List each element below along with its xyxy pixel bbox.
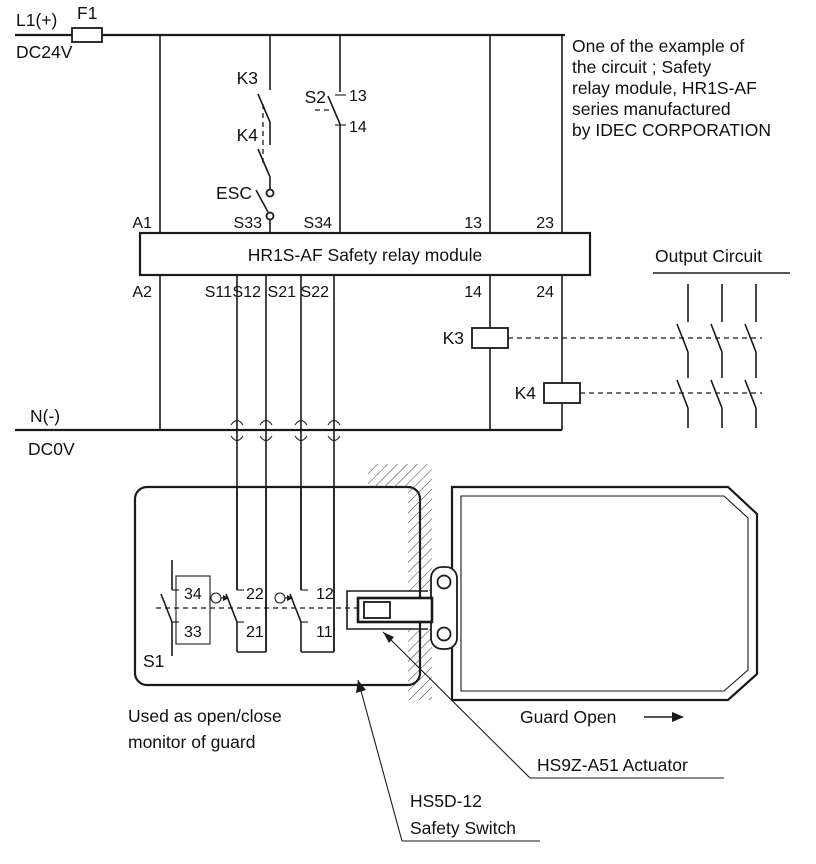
switch-caption-line-1: HS5D-12	[410, 791, 482, 811]
contact-22-21	[210, 589, 244, 623]
esc-label: ESC	[216, 183, 252, 203]
dc24v-label: DC24V	[16, 42, 73, 62]
terminal-s11-label: S11	[205, 284, 232, 301]
s2-branch	[315, 35, 346, 233]
l1-label: L1(+)	[16, 10, 57, 30]
note-line-3: relay module, HR1S-AF	[572, 78, 757, 98]
k4-coil-label: K4	[515, 383, 537, 403]
esc-terminal-bottom	[265, 211, 275, 221]
terminal-13-label: 13	[464, 215, 482, 232]
relay-module-box	[138, 231, 592, 277]
output-circuit-label: Output Circuit	[655, 246, 762, 266]
terminal-s33-label: S33	[234, 215, 263, 232]
contact-34-label: 34	[184, 586, 202, 603]
k3-contact-label: K3	[237, 68, 258, 88]
k3-k4-esc-branch	[255, 35, 275, 233]
contact-12-label: 12	[316, 586, 334, 603]
pointer-arrowhead	[356, 680, 366, 693]
contact-12-11	[274, 589, 308, 623]
contact-33-label: 33	[184, 624, 202, 641]
k3-coil	[471, 327, 509, 349]
dc0v-label: DC0V	[28, 439, 75, 459]
safety-switch-box	[133, 485, 422, 687]
switch-internal-wires	[236, 487, 335, 653]
terminal-s12-label: S12	[233, 284, 262, 301]
terminal-14-label: 14	[464, 284, 482, 301]
pointer-arrowhead	[383, 632, 394, 643]
connector-mark	[327, 419, 341, 442]
safety-switch-pointer	[356, 679, 540, 842]
terminal-a1-label: A1	[132, 215, 152, 232]
note-line-5: by IDEC CORPORATION	[572, 120, 771, 140]
note-line-4: series manufactured	[572, 99, 731, 119]
note-text-block: One of the example of the circuit ; Safe…	[572, 36, 771, 140]
contact-21-label: 21	[246, 624, 264, 641]
terminal-24-label: 24	[536, 284, 554, 301]
actuator-pointer	[382, 631, 724, 779]
k3-coil-label: K3	[443, 328, 464, 348]
n-label: N(-)	[30, 406, 60, 426]
monitor-caption-line-2: monitor of guard	[128, 732, 255, 752]
s2-terminal-13: 13	[349, 88, 367, 105]
s1-label: S1	[143, 651, 164, 671]
terminal-s34-label: S34	[304, 215, 333, 232]
monitor-caption-line-1: Used as open/close	[128, 706, 282, 726]
contact-22-label: 22	[246, 586, 264, 603]
connector-mark	[259, 419, 273, 442]
switch-caption-line-2: Safety Switch	[410, 818, 516, 838]
k3-contact-symbol	[257, 93, 271, 123]
terminal-23-label: 23	[536, 215, 554, 232]
top-rail	[15, 27, 565, 43]
s2-contact-symbol	[327, 95, 341, 125]
s2-terminal-14: 14	[349, 119, 367, 136]
k4-coil	[543, 382, 581, 404]
esc-contact-symbol	[255, 189, 269, 213]
k4-contact-label: K4	[237, 125, 259, 145]
direct-opening-icon	[274, 592, 286, 604]
output-circuit-symbols	[653, 272, 790, 428]
actuator-caption: HS9Z-A51 Actuator	[537, 755, 688, 775]
terminal-a2-label: A2	[132, 284, 152, 301]
direct-opening-icon	[210, 592, 222, 604]
note-line-2: the circuit ; Safety	[572, 57, 711, 77]
wall-hatching	[368, 464, 432, 700]
bracket-hole-top	[436, 574, 452, 590]
k4-coil-branch	[543, 275, 581, 430]
relay-module-label: HR1S-AF Safety relay module	[248, 245, 482, 265]
guard-open-arrow-icon	[644, 712, 684, 722]
note-line-1: One of the example of	[572, 36, 744, 56]
esc-terminal-top	[265, 188, 275, 198]
fuse-f1-symbol	[71, 27, 103, 43]
connector-mark	[294, 419, 308, 442]
contact-11-label: 11	[316, 624, 333, 641]
guard-mesh	[460, 495, 749, 692]
terminal-s22-label: S22	[301, 284, 330, 301]
connector-mark	[230, 419, 244, 442]
terminal-s21-label: S21	[268, 284, 297, 301]
actuator-blade-hole	[363, 601, 391, 619]
f1-label: F1	[77, 3, 97, 23]
guard-panel	[450, 485, 759, 702]
switch-head-slot	[346, 590, 428, 630]
bracket-hole-bottom	[436, 626, 452, 642]
actuator-bracket	[430, 566, 458, 650]
actuator-and-head	[346, 590, 434, 630]
k4-contact-symbol	[257, 148, 271, 178]
s2-label: S2	[305, 87, 326, 107]
guard-open-label: Guard Open	[520, 707, 616, 727]
